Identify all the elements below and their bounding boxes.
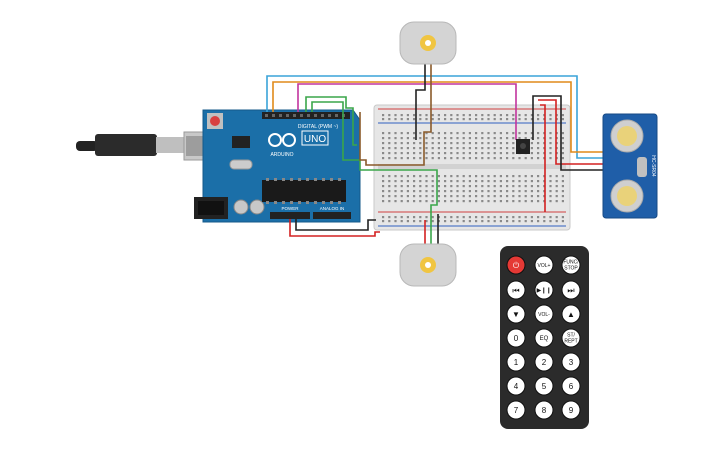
wire-red-sensor <box>538 99 606 165</box>
arduino-logo <box>268 133 296 147</box>
wires <box>266 60 606 245</box>
remote-button-label: 6 <box>569 382 574 391</box>
remote-button-label: REPT <box>564 339 577 345</box>
remote-button-two[interactable]: 2 <box>534 352 554 372</box>
remote-button-eight[interactable]: 8 <box>534 400 554 420</box>
wire-black-sensor <box>532 95 606 171</box>
remote-button-seven[interactable]: 7 <box>506 400 526 420</box>
remote-button-label: ▲ <box>567 310 575 319</box>
remote-button-st-rept[interactable]: ST/REPT <box>561 328 581 348</box>
wire-blue <box>266 75 606 159</box>
wire-black-top-motor <box>415 60 426 140</box>
remote-button-label: 7 <box>514 406 519 415</box>
remote-button-next[interactable]: ⏭ <box>561 280 581 300</box>
wire-brown-1 <box>359 60 432 166</box>
remote-button-label: 2 <box>542 358 547 367</box>
wire-red-rail <box>540 104 546 212</box>
usb-cable <box>76 131 219 161</box>
remote-button-three[interactable]: 3 <box>561 352 581 372</box>
remote-button-prev[interactable]: ⏮ <box>506 280 526 300</box>
remote-button-label: ▼ <box>512 310 520 319</box>
wire-red-bottom <box>289 219 380 237</box>
remote-button-nine[interactable]: 9 <box>561 400 581 420</box>
remote-button-vol-up[interactable]: VOL+ <box>534 255 554 275</box>
wire-black-bottom <box>295 219 376 231</box>
remote-button-play-pause[interactable]: ▶❙❙ <box>534 280 554 300</box>
remote-button-label: FUNC/ <box>563 260 579 266</box>
remote-button-label: ⏮ <box>512 286 519 295</box>
arduino-uno-board: DIGITAL (PWM ~) ARDUINO UNO <box>194 109 361 223</box>
analog-header-label: ANALOG IN <box>320 206 345 211</box>
remote-button-power[interactable]: ⏻ <box>506 255 526 275</box>
remote-button-label: ⏭ <box>567 286 574 295</box>
bottom-motor <box>399 243 457 287</box>
arduino-model: UNO <box>304 134 326 145</box>
remote-button-label: 0 <box>514 334 519 343</box>
sensor-model: HC-SR04 <box>650 155 656 177</box>
remote-button-down[interactable]: ▼ <box>506 304 526 324</box>
remote-button-label: ⏻ <box>513 261 520 270</box>
push-button[interactable] <box>516 139 530 154</box>
remote-button-func-stop[interactable]: FUNC/STOP <box>561 255 581 275</box>
wire-green-2 <box>311 101 438 245</box>
wire-orange <box>272 81 606 153</box>
remote-button-label: 4 <box>514 382 519 391</box>
top-motor <box>399 21 457 65</box>
remote-button-label: EQ <box>540 336 549 342</box>
remote-button-six[interactable]: 6 <box>561 376 581 396</box>
remote-button-label: ▶❙❙ <box>537 287 552 294</box>
remote-button-up[interactable]: ▲ <box>561 304 581 324</box>
remote-button-label: 3 <box>569 358 574 367</box>
ultrasonic-sensor: HC-SR04 <box>602 113 658 219</box>
arduino-brand: ARDUINO <box>270 152 293 158</box>
remote-button-vol-down[interactable]: VOL- <box>534 304 554 324</box>
remote-button-label: 8 <box>542 406 547 415</box>
remote-button-label: VOL+ <box>538 263 551 269</box>
breadboard-holes <box>382 114 564 223</box>
remote-button-label: ST/ <box>567 333 575 339</box>
wire-green-1 <box>305 96 357 146</box>
digital-header-label: DIGITAL (PWM ~) <box>298 124 338 130</box>
remote-button-five[interactable]: 5 <box>534 376 554 396</box>
remote-buttons: ⏻ VOL+ FUNC/STOP ⏮ ▶❙❙ ⏭ ▼ VOL- ▲ 0 EQ ST/REPT 1 2 3 4 5… <box>506 255 581 420</box>
wire-magenta <box>297 83 517 140</box>
remote-button-eq[interactable]: EQ <box>534 328 554 348</box>
remote-button-label: STOP <box>564 266 578 272</box>
remote-button-four[interactable]: 4 <box>506 376 526 396</box>
breadboard <box>373 104 571 231</box>
remote-button-label: VOL- <box>538 312 550 318</box>
remote-button-zero[interactable]: 0 <box>506 328 526 348</box>
remote-button-one[interactable]: 1 <box>506 352 526 372</box>
remote-button-label: 5 <box>542 382 547 391</box>
power-header-label: POWER <box>281 206 299 211</box>
remote-button-label: 1 <box>514 358 519 367</box>
ir-remote: ⏻ VOL+ FUNC/STOP ⏮ ▶❙❙ ⏭ ▼ VOL- ▲ 0 EQ ST/REPT 1 2 3 4 5… <box>500 246 589 429</box>
remote-button-label: 9 <box>569 406 574 415</box>
